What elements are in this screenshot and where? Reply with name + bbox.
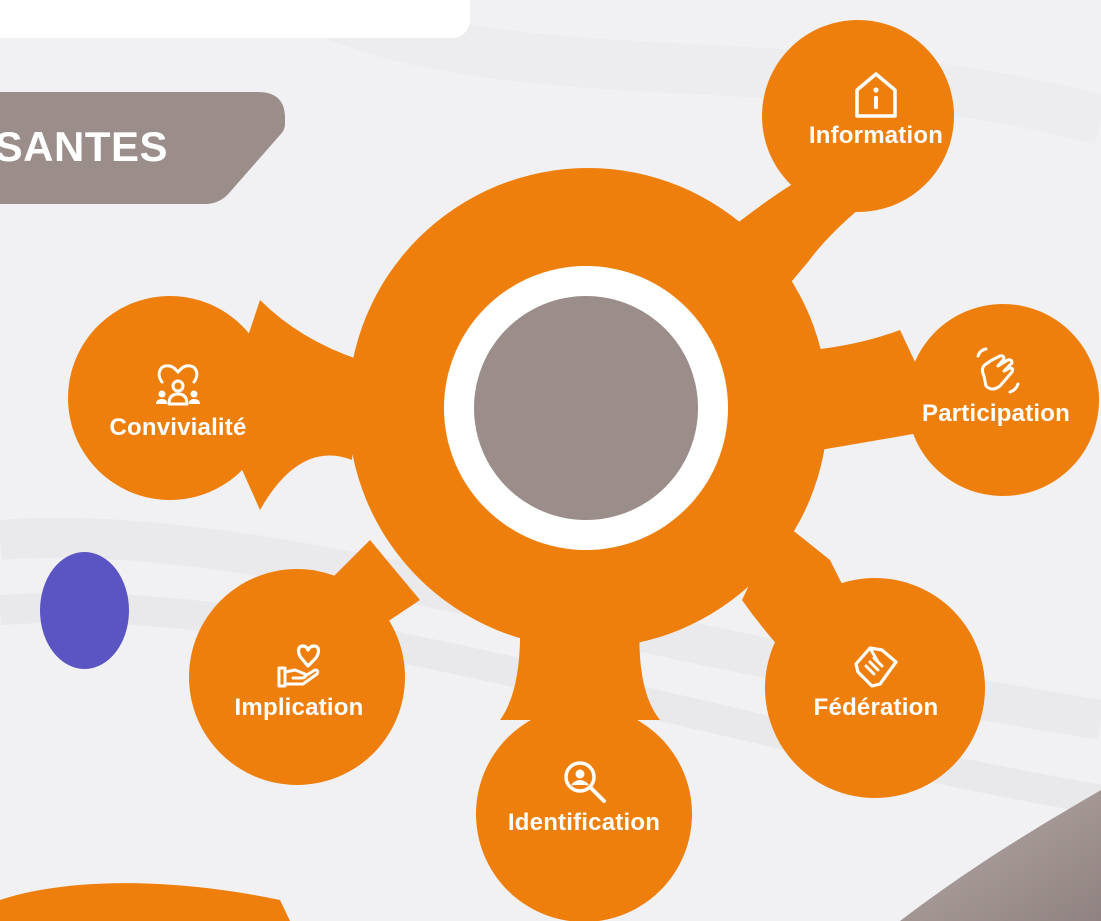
handshake-icon <box>854 646 898 688</box>
group-heart-icon <box>156 364 200 406</box>
connector-participation <box>812 330 935 450</box>
node-label-identification: Identification <box>507 809 661 836</box>
bottom-gray-wave <box>900 790 1101 921</box>
accent-blue-circle <box>40 552 129 669</box>
title-banner-fill <box>0 92 285 204</box>
satellite-participation <box>907 304 1099 496</box>
search-person-icon <box>564 761 606 803</box>
raised-hand-icon <box>976 347 1020 394</box>
house-info-icon <box>855 72 897 118</box>
node-label-convivialite: Convivialité <box>109 414 247 441</box>
satellite-federation <box>765 578 985 798</box>
hand-heart-icon <box>277 644 321 688</box>
top-card <box>0 0 470 38</box>
bottom-orange-wave <box>0 883 290 921</box>
node-label-federation: Fédération <box>813 694 939 721</box>
node-label-participation: Participation <box>922 400 1070 427</box>
title-banner-shape <box>0 92 285 204</box>
banner-title: SANTES <box>0 123 168 170</box>
node-label-implication: Implication <box>234 694 364 721</box>
node-label-information: Information <box>808 122 944 149</box>
center-core <box>474 296 698 520</box>
satellite-identification <box>476 706 692 921</box>
